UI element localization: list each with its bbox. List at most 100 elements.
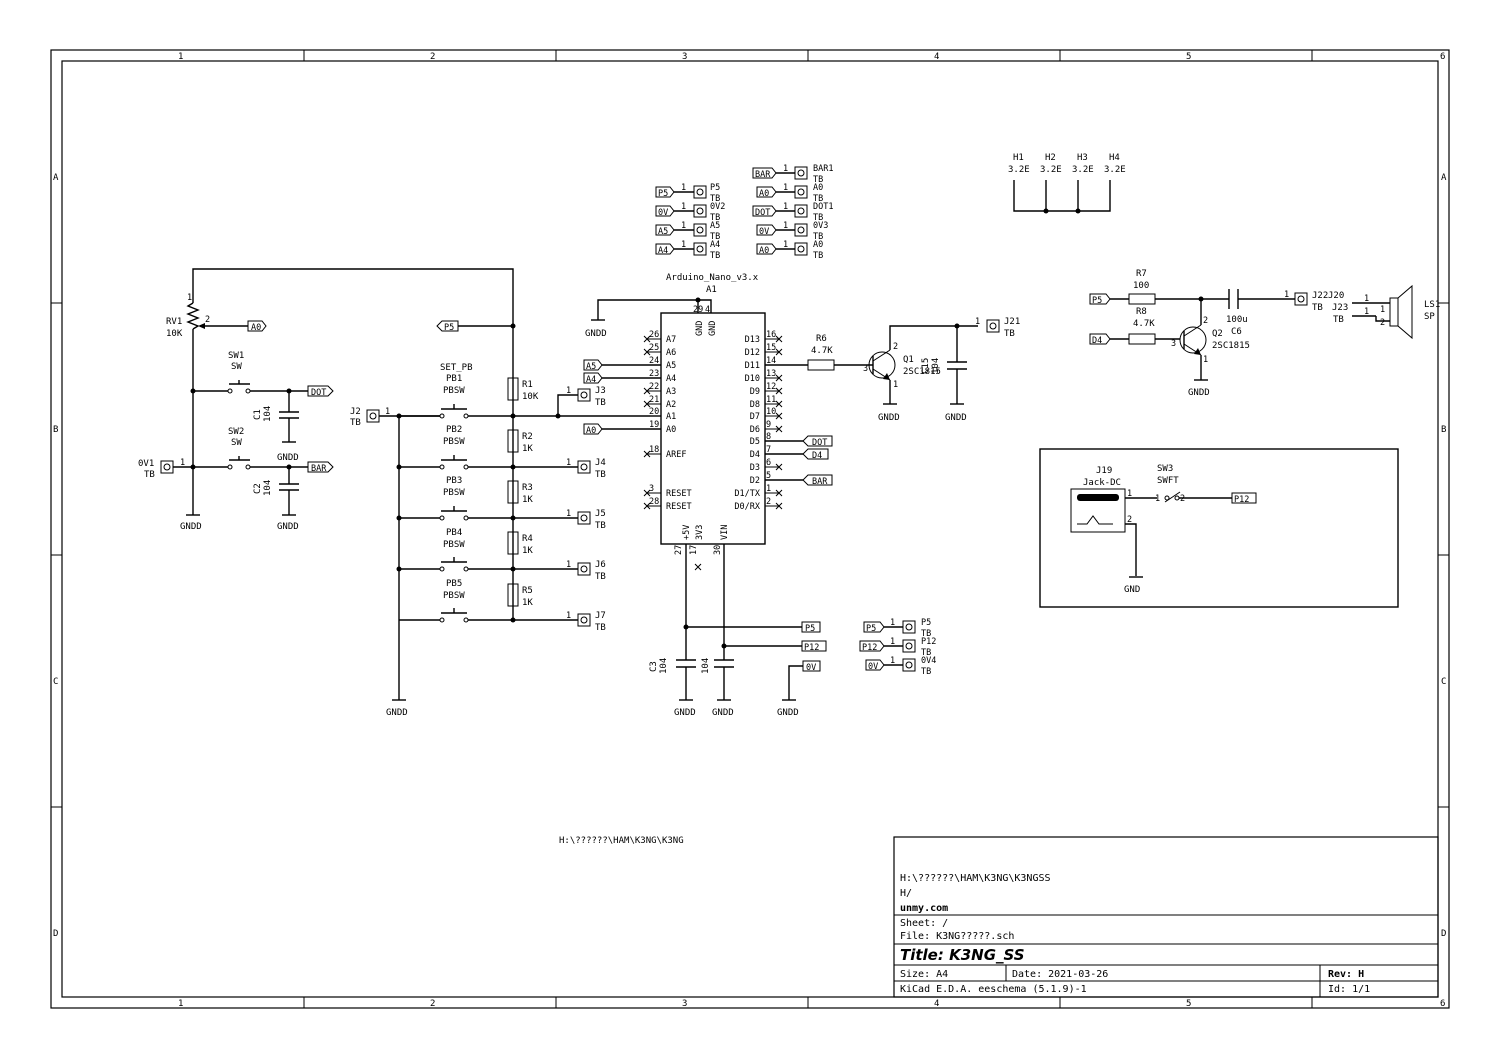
svg-text:TB: TB <box>813 232 823 242</box>
svg-text:1: 1 <box>766 484 771 494</box>
svg-text:A1: A1 <box>666 412 676 422</box>
sw2-value: SW <box>231 438 242 448</box>
svg-text:A4: A4 <box>710 240 720 250</box>
svg-text:1: 1 <box>890 656 895 666</box>
svg-text:H1: H1 <box>1013 153 1024 163</box>
svg-text:0V2: 0V2 <box>710 202 725 212</box>
svg-text:0V4: 0V4 <box>921 656 936 666</box>
svg-text:1: 1 <box>180 458 185 468</box>
sheet-frame: 1 2 3 4 5 6 1 2 3 4 5 6 A B C D A B C D <box>50 49 1450 1009</box>
svg-text:J3: J3 <box>595 386 606 396</box>
mcu-right-nets: DOT D4 BAR <box>765 435 833 487</box>
svg-text:24: 24 <box>649 356 659 366</box>
svg-text:11: 11 <box>766 395 776 405</box>
svg-text:A3: A3 <box>666 387 676 397</box>
col-label: 1 <box>178 999 183 1009</box>
svg-text:D1/TX: D1/TX <box>734 489 760 499</box>
svg-text:GNDD: GNDD <box>277 453 299 463</box>
svg-text:TB: TB <box>1333 315 1344 325</box>
svg-text:1: 1 <box>1155 494 1160 504</box>
svg-text:0V: 0V <box>658 208 668 218</box>
svg-text:1K: 1K <box>522 444 533 454</box>
svg-text:1: 1 <box>566 509 571 519</box>
svg-text:J20: J20 <box>1328 291 1344 301</box>
svg-text:2: 2 <box>1380 318 1385 328</box>
svg-text:16: 16 <box>766 330 776 340</box>
svg-text:27: 27 <box>674 545 684 555</box>
svg-text:+5V: +5V <box>682 525 692 540</box>
svg-text:0V3: 0V3 <box>813 221 828 231</box>
terminal-block: P5 1 P5 TB <box>863 618 931 639</box>
sheet-size: Size: A4 <box>900 969 948 980</box>
svg-text:13: 13 <box>766 369 776 379</box>
svg-text:3: 3 <box>649 484 654 494</box>
svg-text:P5: P5 <box>866 624 876 634</box>
svg-text:TB: TB <box>710 232 720 242</box>
row-label: A <box>1441 173 1447 183</box>
svg-text:R6: R6 <box>816 334 827 344</box>
svg-text:D8: D8 <box>750 400 760 410</box>
svg-text:1: 1 <box>1284 290 1289 300</box>
svg-text:1: 1 <box>893 380 898 390</box>
svg-text:J21: J21 <box>1004 317 1020 327</box>
svg-text:GNDD: GNDD <box>180 522 202 532</box>
svg-text:15: 15 <box>766 343 776 353</box>
dc-jack-section: J19 Jack-DC 1 2 GND SW3 SWFT 1 2 P12 <box>1039 448 1399 608</box>
svg-text:1: 1 <box>681 183 686 193</box>
svg-text:1: 1 <box>566 560 571 570</box>
svg-text:P5: P5 <box>444 323 454 333</box>
svg-text:100u: 100u <box>1226 315 1248 325</box>
svg-text:A4: A4 <box>658 246 668 256</box>
svg-text:6: 6 <box>766 458 771 468</box>
terminal-block: A0 1 A0 TB <box>756 183 823 204</box>
svg-text:1: 1 <box>385 407 390 417</box>
svg-text:2SC1815: 2SC1815 <box>903 367 941 377</box>
svg-text:TB: TB <box>144 470 155 480</box>
svg-text:TB: TB <box>710 251 720 261</box>
svg-text:18: 18 <box>649 445 659 455</box>
svg-text:1: 1 <box>1380 305 1385 315</box>
svg-text:1: 1 <box>566 611 571 621</box>
hierarchy-path: H:\??????\HAM\K3NG\K3NG <box>559 836 684 846</box>
col-label: 1 <box>178 52 183 62</box>
mcu-value: Arduino_Nano_v3.x <box>666 273 759 283</box>
svg-text:1: 1 <box>566 386 571 396</box>
revision: Rev: H <box>1328 969 1364 980</box>
terminal-column-left: P5 1 P5 TB 0V 1 0V2 TB A5 1 A5 TB A <box>655 183 725 261</box>
svg-text:TB: TB <box>921 667 931 677</box>
svg-text:12: 12 <box>766 382 776 392</box>
svg-text:DOT1: DOT1 <box>813 202 833 212</box>
svg-text:TB: TB <box>595 623 606 633</box>
svg-text:TB: TB <box>710 213 720 223</box>
sw1-value: SW <box>231 362 242 372</box>
svg-text:P12: P12 <box>1234 495 1249 505</box>
svg-text:SET_PB: SET_PB <box>440 363 473 373</box>
svg-text:2: 2 <box>1203 316 1208 326</box>
svg-text:TB: TB <box>710 194 720 204</box>
svg-text:GNDD: GNDD <box>945 413 967 423</box>
title-path2: H/ <box>900 888 912 899</box>
svg-text:A4: A4 <box>666 374 676 384</box>
svg-text:R5: R5 <box>522 586 533 596</box>
svg-text:Q1: Q1 <box>903 355 914 365</box>
svg-text:DOT: DOT <box>311 388 326 398</box>
terminal-block: A5 1 A5 TB <box>655 221 720 242</box>
svg-text:PB4: PB4 <box>446 528 462 538</box>
svg-text:Q2: Q2 <box>1212 329 1223 339</box>
svg-text:7: 7 <box>766 445 771 455</box>
terminal-block: 0V 1 0V2 TB <box>655 202 725 223</box>
svg-text:A4: A4 <box>586 375 596 385</box>
svg-text:10: 10 <box>766 407 776 417</box>
svg-text:D5: D5 <box>750 437 760 447</box>
svg-text:5: 5 <box>766 471 771 481</box>
svg-text:104: 104 <box>701 658 711 674</box>
svg-text:R7: R7 <box>1136 269 1147 279</box>
svg-text:A5: A5 <box>710 221 720 231</box>
svg-text:0V: 0V <box>806 663 816 673</box>
mcu-power-section: P5 P12 GNDD C3 104 GNDD 104 0V GNDD <box>649 621 827 718</box>
row-label: A <box>53 173 59 183</box>
svg-text:1: 1 <box>890 618 895 628</box>
svg-text:D9: D9 <box>750 387 760 397</box>
